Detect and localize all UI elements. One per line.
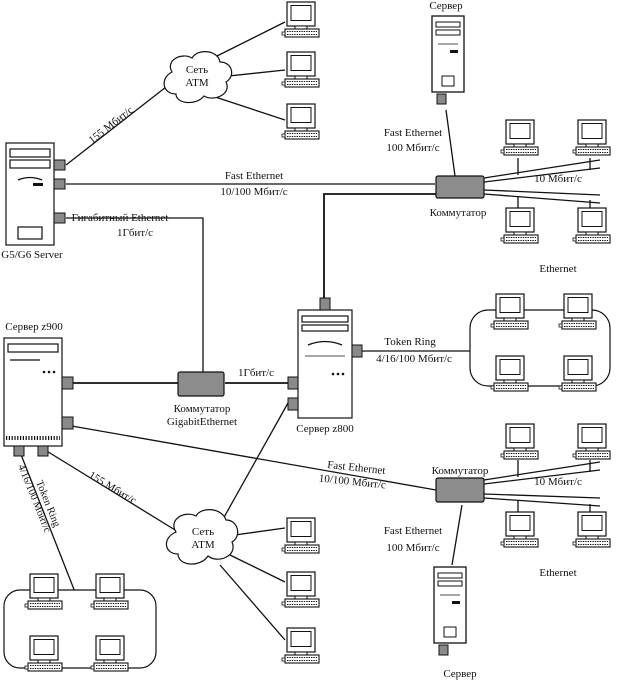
server-z900-label: Сервер z900 xyxy=(5,321,63,333)
gigabit-ethernet-label: Гигабитный Ethernet xyxy=(72,212,169,224)
server-z800-label: Сервер z800 xyxy=(296,423,354,435)
fe-label-top-server: Fast Ethernet xyxy=(384,127,442,139)
atm-cloud-icon xyxy=(163,51,233,104)
server-port xyxy=(436,93,447,105)
connections xyxy=(19,21,601,641)
workstation-icon xyxy=(281,51,320,88)
workstation-icon xyxy=(90,635,129,672)
fe-label-bottom-server: Fast Ethernet xyxy=(384,525,442,537)
workstation-icon xyxy=(500,207,539,244)
workstation-icon xyxy=(90,573,129,610)
workstation-icon xyxy=(24,573,63,610)
workstation-icon xyxy=(281,1,320,38)
workstation-icon xyxy=(572,207,611,244)
token-ring-speed-right: 4/16/100 Мбит/с xyxy=(376,353,452,365)
speed-1g-z800: 1Гбит/с xyxy=(238,367,274,379)
workstation-icon xyxy=(281,103,320,140)
workstation-icon xyxy=(24,635,63,672)
switch-label-bottom: Коммутатор xyxy=(432,465,489,477)
workstation-icon xyxy=(572,423,611,460)
speed-10-bottom: 10 Мбит/с xyxy=(534,476,582,488)
g5-server-label: G5/G6 Server xyxy=(1,249,63,261)
speed-1g-g5: 1Гбит/с xyxy=(117,227,153,239)
atm-cloud-label-bottom-2: ATM xyxy=(191,539,214,551)
switch-icon xyxy=(177,371,225,397)
workstation-icon xyxy=(281,571,320,608)
z900-server-icon xyxy=(3,337,74,457)
workstation-icon xyxy=(490,293,529,330)
ethernet-label-top: Ethernet xyxy=(539,263,576,275)
switch-icon xyxy=(435,175,485,199)
fe-label-g5: Fast Ethernet xyxy=(225,170,283,182)
workstation-icon xyxy=(281,627,320,664)
workstation-icon xyxy=(558,293,597,330)
tower-server-icon xyxy=(431,15,465,93)
workstation-icon xyxy=(490,355,529,392)
z800-server-icon xyxy=(287,297,363,419)
fe-speed-g5: 10/100 Мбит/с xyxy=(220,186,287,198)
g5-server-icon xyxy=(5,142,66,246)
workstation-icon xyxy=(500,511,539,548)
server-label-bottom: Сервер xyxy=(443,668,477,680)
workstation-icon xyxy=(572,119,611,156)
speed-155-bottom: 155 Мбит/с xyxy=(86,469,138,507)
atm-cloud-label-top-2: ATM xyxy=(185,77,208,89)
fe-speed-bottom-server: 100 Мбит/с xyxy=(386,542,439,554)
token-ring-icon xyxy=(3,589,157,669)
speed-155-top: 155 Мбит/с xyxy=(86,104,135,146)
switch-gigabit-label-2: GigabitEthernet xyxy=(167,416,237,428)
server-port xyxy=(438,644,449,656)
workstation-icon xyxy=(572,511,611,548)
atm-cloud-icon xyxy=(165,509,239,565)
ethernet-label-bottom: Ethernet xyxy=(539,567,576,579)
workstation-icon xyxy=(281,517,320,554)
atm-cloud-label-top-1: Сеть xyxy=(186,64,208,76)
speed-10-top: 10 Мбит/с xyxy=(534,173,582,185)
workstation-icon xyxy=(500,423,539,460)
atm-cloud-label-bottom-1: Сеть xyxy=(192,526,214,538)
switch-gigabit-label-1: Коммутатор xyxy=(174,403,231,415)
fe-speed-top-server: 100 Мбит/с xyxy=(386,142,439,154)
workstation-icon xyxy=(558,355,597,392)
workstation-icon xyxy=(500,119,539,156)
token-ring-label-right: Token Ring xyxy=(384,336,436,348)
switch-icon xyxy=(435,477,485,503)
server-label-top: Сервер xyxy=(429,0,463,12)
tower-server-icon xyxy=(433,566,467,644)
switch-label-top: Коммутатор xyxy=(430,207,487,219)
